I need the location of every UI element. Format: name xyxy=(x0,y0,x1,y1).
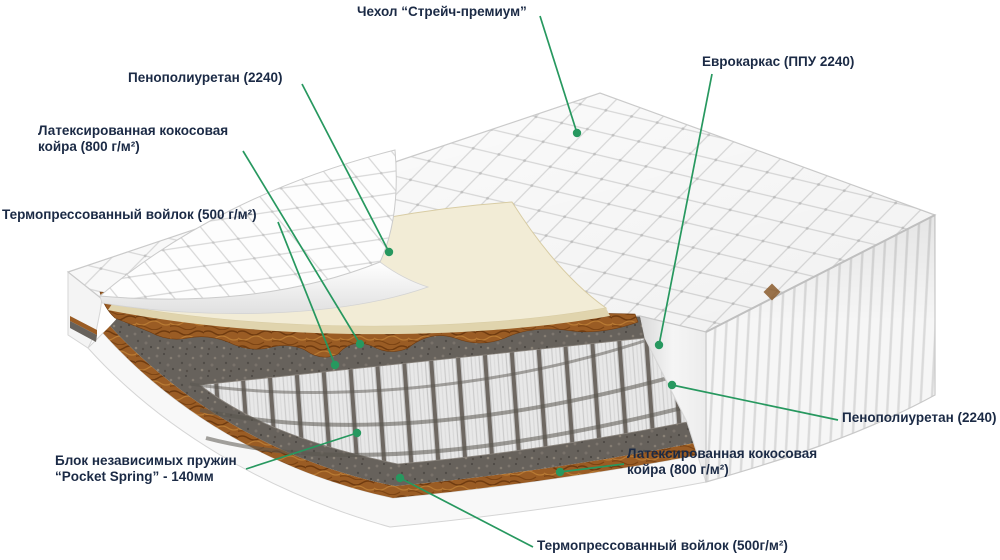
spring-row-line xyxy=(189,339,645,394)
left-cap-felt-stripe xyxy=(70,321,97,342)
label-coir-right-line2: койра (800 г/м²) xyxy=(627,462,729,478)
ribbed-side-shading xyxy=(706,215,935,482)
label-foam-top-text: Пенополиуретан (2240) xyxy=(128,70,283,85)
leader-dots xyxy=(330,128,677,483)
label-springs: Блок независимых пружин “Pocket Spring” … xyxy=(55,453,237,486)
spring-row-line xyxy=(205,406,683,457)
top-edge-binding xyxy=(705,214,936,333)
leader-lines xyxy=(242,15,839,548)
dot-felt-bottom xyxy=(395,473,405,483)
label-cover: Чехол “Стрейч-премиум” xyxy=(357,4,527,20)
label-foam-right: Пенополиуретан (2240) xyxy=(842,410,997,426)
label-felt-top-text: Термопрессованный войлок (500 г/м²) xyxy=(2,207,257,222)
leader-line-springs xyxy=(245,432,358,470)
label-springs-line2: “Pocket Spring” - 140мм xyxy=(55,469,214,485)
label-euro-frame-text: Еврокаркас (ППУ 2240) xyxy=(702,54,855,69)
dot-springs xyxy=(352,428,362,438)
label-felt-top: Термопрессованный войлок (500 г/м²) xyxy=(2,207,257,223)
label-coir-right-line1: Латексированная кокосовая xyxy=(627,446,818,461)
cover-flap xyxy=(98,149,397,300)
label-coir-top-line1: Латексированная кокосовая xyxy=(38,123,229,138)
leader-line-euro-frame xyxy=(658,73,713,346)
label-foam-top: Пенополиуретан (2240) xyxy=(128,70,283,86)
label-coir-top: Латексированная кокосовая койра (800 г/м… xyxy=(38,123,228,156)
label-coir-right: Латексированная кокосовая койра (800 г/м… xyxy=(627,446,817,479)
label-felt-bottom-text: Термопрессованный войлок (500г/м²) xyxy=(537,538,788,553)
label-springs-line1: Блок независимых пружин xyxy=(55,453,237,468)
dot-coir-right xyxy=(555,467,565,477)
leader-line-foam-top xyxy=(301,83,390,253)
label-felt-bottom: Термопрессованный войлок (500г/м²) xyxy=(537,538,788,554)
leader-line-coir-top xyxy=(242,150,361,345)
leader-line-felt-top xyxy=(277,221,336,366)
label-coir-top-line2: койра (800 г/м²) xyxy=(38,139,140,155)
dot-euro-frame xyxy=(654,340,664,350)
dot-foam-right xyxy=(667,380,677,390)
spring-row-line xyxy=(199,376,669,427)
label-cover-text: Чехол “Стрейч-премиум” xyxy=(357,4,527,19)
foam-flap-edge xyxy=(108,304,610,335)
label-foam-right-text: Пенополиуретан (2240) xyxy=(842,410,997,425)
leader-line-felt-bottom xyxy=(399,477,534,548)
leader-line-foam-right xyxy=(671,384,839,421)
dot-foam-top xyxy=(384,247,394,257)
left-cap-coir-stripe xyxy=(70,316,97,335)
dot-cover xyxy=(572,128,582,138)
brand-logo xyxy=(763,283,781,301)
dot-coir-top xyxy=(355,339,365,349)
leader-line-coir-right xyxy=(559,463,625,473)
leader-line-cover xyxy=(539,15,578,134)
dot-felt-top xyxy=(330,360,340,370)
label-euro-frame: Еврокаркас (ППУ 2240) xyxy=(702,54,854,70)
